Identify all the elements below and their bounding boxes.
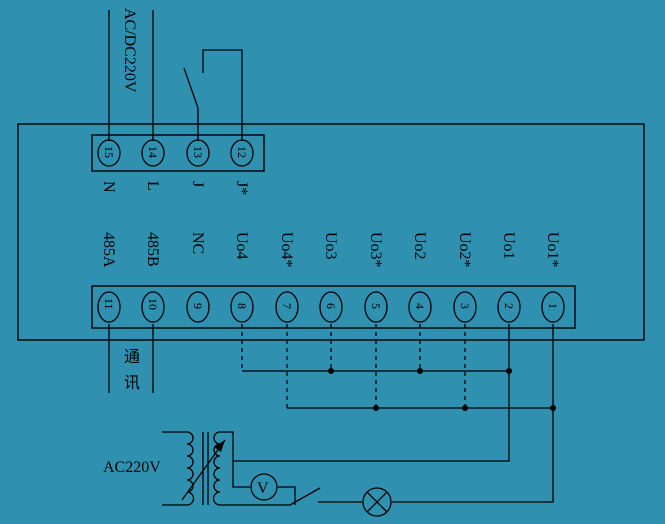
bottom-terminal-2: 2 Uo1 (497, 232, 521, 323)
junction-dot (506, 368, 512, 374)
terminal-number: 14 (146, 146, 160, 158)
junction-dot (462, 405, 468, 411)
terminal-number: 1 (546, 303, 560, 309)
top-terminal-12: 12J* (230, 139, 254, 195)
comm-label-1: 通 (124, 348, 140, 366)
terminal-label: 485A (100, 232, 117, 268)
top-terminal-14: 14L (141, 139, 165, 191)
terminal-circle (497, 291, 521, 323)
terminal-label: Uo4* (278, 232, 295, 268)
terminal-label: J* (233, 181, 250, 195)
ac-source-label: AC220V (103, 459, 161, 476)
junction-dot (550, 405, 556, 411)
variac-output-top (220, 431, 234, 461)
terminal-number: 4 (413, 303, 427, 309)
terminal-circle (97, 291, 121, 323)
junction-dot (328, 368, 334, 374)
bottom-terminal-4: 4 Uo2 (408, 232, 432, 323)
terminal-label: Uo2* (456, 232, 473, 268)
terminal-number: 12 (235, 146, 249, 158)
top-terminal-15: 15N (97, 139, 121, 193)
terminal-number: 6 (324, 303, 338, 309)
supply-label: AC/DC220V (121, 8, 138, 93)
terminal-number: 7 (280, 303, 294, 309)
meter-label: V (257, 480, 269, 497)
bottom-terminal-5: 5 Uo3* (364, 232, 388, 323)
bottom-terminal-6: 6 Uo3 (319, 232, 343, 323)
lead-uo1 (233, 324, 510, 462)
bottom-terminal-10: 10 485B (141, 232, 165, 323)
junction-dot (417, 368, 423, 374)
lead-uo1star (392, 324, 554, 503)
terminal-label: Uo3 (322, 232, 339, 260)
top-terminals: 15N 14L 13J 12J* (97, 139, 254, 195)
terminal-label: Uo1 (500, 232, 517, 260)
bottom-terminal-9: 9 NC (186, 232, 210, 323)
bottom-terminal-7: 7 Uo4* (275, 232, 299, 323)
terminal-number: 5 (369, 303, 383, 309)
terminal-label: J (189, 181, 206, 187)
terminal-circle (186, 291, 210, 323)
terminal-label: NC (189, 232, 206, 254)
lamp-icon (362, 487, 392, 517)
terminal-label: Uo4 (233, 232, 250, 260)
bottom-terminal-block (91, 285, 576, 329)
terminal-label: N (100, 181, 117, 193)
terminal-number: 8 (235, 303, 249, 309)
comm-label-2: 讯 (124, 374, 140, 392)
terminal-circle (141, 291, 165, 323)
bottom-terminals: 11 485A 10 485B 9 NC 8 Uo4 7 Uo4* 6 Uo3 5 Uo3* 4 Uo2 3 Uo… (97, 232, 565, 323)
relay-lead-jstar (202, 49, 243, 141)
terminal-label: 485B (144, 232, 161, 267)
bottom-terminal-11: 11 485A (97, 232, 121, 323)
terminal-circle (319, 291, 343, 323)
terminal-number: 13 (191, 146, 205, 158)
terminal-number: 9 (191, 303, 205, 309)
terminal-number: 3 (458, 303, 472, 309)
terminal-number: 15 (102, 146, 116, 158)
terminal-circle (541, 291, 565, 323)
terminal-number: 10 (146, 298, 160, 310)
terminal-number: 2 (502, 303, 516, 309)
terminal-circle (364, 291, 388, 323)
terminal-label: Uo2 (411, 232, 428, 260)
terminal-label: Uo3* (367, 232, 384, 268)
terminal-circle (408, 291, 432, 323)
terminal-number: 11 (102, 298, 116, 310)
terminal-label: L (144, 181, 161, 191)
terminal-label: Uo1* (544, 232, 561, 268)
bottom-terminal-3: 3 Uo2* (453, 232, 477, 323)
variac-icon (162, 431, 226, 506)
meter-lead-b (278, 486, 296, 505)
voltmeter-icon (250, 473, 278, 501)
terminal-circle (230, 291, 254, 323)
top-terminal-13: 13J (186, 139, 210, 187)
terminal-circle (453, 291, 477, 323)
junction-dot (373, 405, 379, 411)
top-terminal-block (91, 134, 265, 172)
relay-contact-blade (183, 67, 199, 109)
bottom-terminal-1: 1 Uo1* (541, 232, 565, 323)
terminal-circle (275, 291, 299, 323)
meter-lead-a (232, 461, 250, 488)
bottom-terminal-8: 8 Uo4 (230, 232, 254, 323)
switch-blade (289, 487, 321, 506)
